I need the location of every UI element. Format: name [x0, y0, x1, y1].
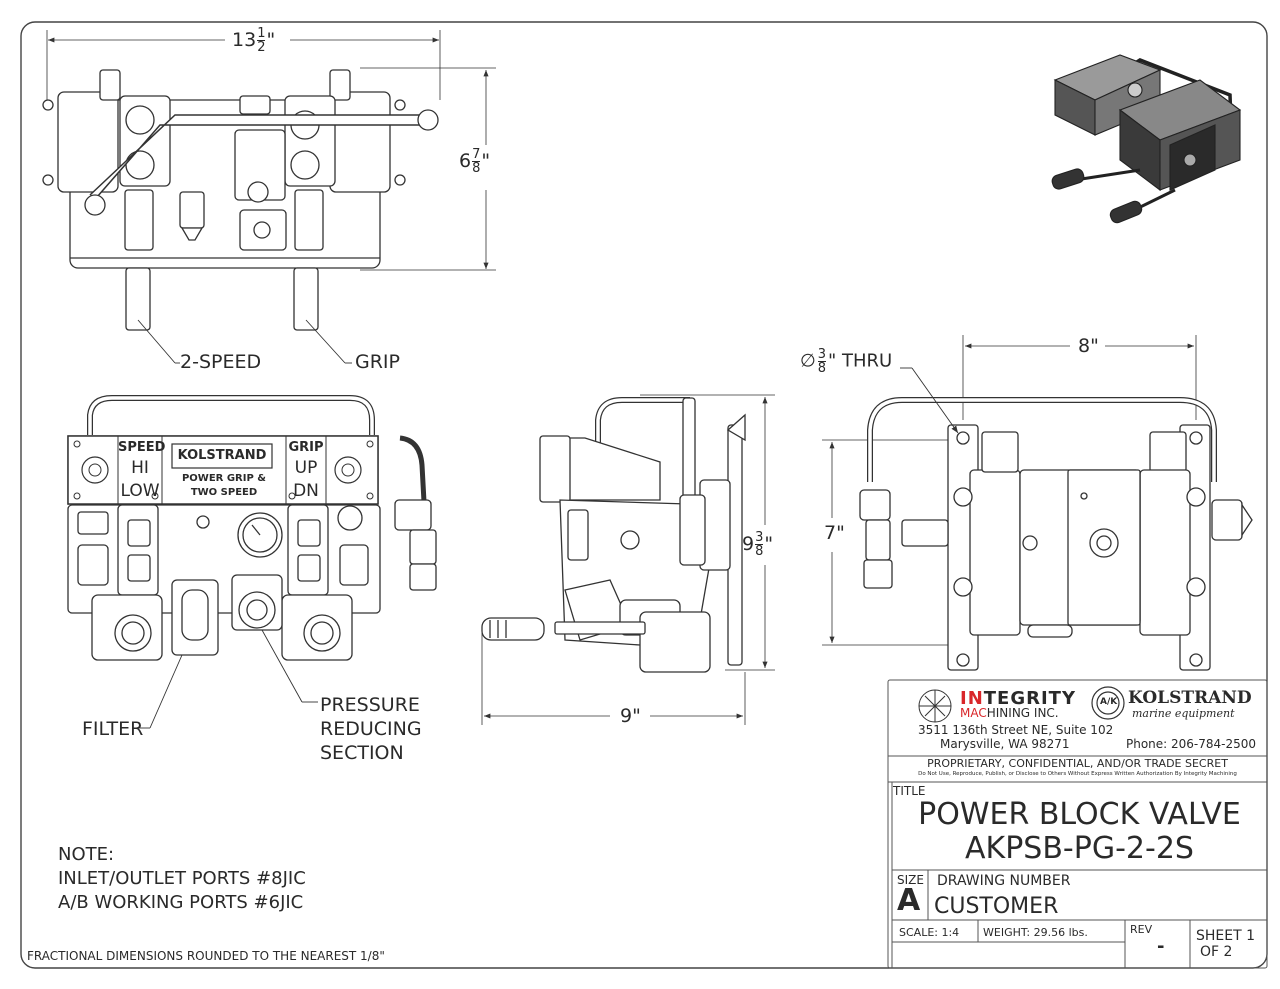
plate-grip-label: GRIP — [288, 440, 324, 455]
kolstrand-logo — [1091, 686, 1125, 720]
side-view — [481, 394, 775, 725]
sheet-border — [20, 21, 1268, 969]
isometric-thumbnail — [1051, 54, 1242, 224]
footer-note: FRACTIONAL DIMENSIONS ROUNDED TO THE NEA… — [27, 949, 385, 963]
drawing-part-number: AKPSB-PG-2-2S — [965, 831, 1194, 866]
partner-name: KOLSTRAND — [1128, 688, 1252, 708]
partner-badge: A/K — [1100, 697, 1118, 707]
address-line1: 3511 136th Street NE, Suite 102 — [918, 723, 1114, 737]
front-plate — [67, 435, 379, 505]
plate-up-label: UP — [294, 458, 318, 478]
plate-hi-label: HI — [131, 458, 149, 478]
top-view — [42, 30, 496, 364]
callout-two-speed: 2-SPEED — [180, 351, 262, 373]
side-width-dimension: 9" — [620, 705, 641, 727]
rev-value: - — [1157, 936, 1165, 957]
integrity-logo — [918, 689, 952, 723]
title-label: TITLE — [893, 784, 926, 798]
company-name-line1: INTEGRITY — [960, 688, 1076, 709]
note-block: NOTE: INLET/OUTLET PORTS #8JIC A/B WORKI… — [58, 844, 306, 913]
address-line2: Marysville, WA 98271 — [940, 737, 1070, 751]
rev-label: REV — [1130, 923, 1153, 936]
plate-low-label: LOW — [120, 481, 160, 501]
size-value: A — [897, 883, 921, 918]
callout-filter: FILTER — [82, 718, 144, 740]
drawing-title: POWER BLOCK VALVE — [918, 797, 1241, 832]
company-name-line2: MACHINING INC. — [960, 706, 1059, 720]
callout-grip: GRIP — [355, 351, 400, 373]
plate-line1: POWER GRIP & — [181, 473, 267, 484]
plate-line2: TWO SPEED — [190, 487, 258, 498]
drawing-number-label: DRAWING NUMBER — [937, 873, 1071, 889]
phone: Phone: 206-784-2500 — [1126, 737, 1257, 751]
rear-height-dimension: 7" — [824, 522, 845, 544]
partner-tagline: marine equipment — [1132, 707, 1235, 720]
plate-speed-label: SPEED — [118, 440, 166, 455]
proprietary-label: PROPRIETARY, CONFIDENTIAL, AND/OR TRADE … — [927, 757, 1228, 770]
rear-view — [822, 335, 1253, 671]
plate-brand: KOLSTRAND — [177, 448, 267, 463]
weight: WEIGHT: 29.56 lbs. — [983, 926, 1088, 939]
callout-pressure-reducing: PRESSURE REDUCING SECTION — [320, 694, 422, 764]
size-label: SIZE — [897, 873, 924, 887]
rear-width-dimension: 8" — [1078, 335, 1099, 357]
disclaimer: Do Not Use, Reproduce, Publish, or Discl… — [918, 771, 1237, 777]
plate-dn-label: DN — [293, 481, 319, 501]
drawing-number-value: CUSTOMER — [934, 894, 1059, 919]
sheet-number: SHEET 1 OF 2 — [1196, 928, 1256, 960]
scale: SCALE: 1:4 — [899, 926, 960, 939]
title-block — [887, 679, 1268, 969]
